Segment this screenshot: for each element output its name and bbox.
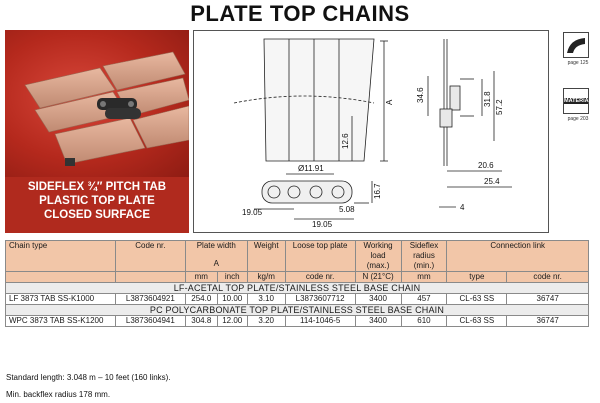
- dim-34-6: 34.6: [416, 87, 425, 103]
- sideflex-curve-icon: [563, 32, 589, 58]
- table-row: LF 3873 TAB SS-K1000 L3873604921 254.0 1…: [5, 293, 589, 305]
- hdr-connection-link: Connection link: [446, 240, 589, 272]
- unit-type: type: [446, 271, 508, 283]
- unit-load: N (21°C): [354, 271, 402, 283]
- dim-57-2: 57.2: [495, 99, 504, 115]
- hdr-plate-width-label: Plate width: [196, 241, 236, 250]
- section-row-acetal: LF-ACETAL TOP PLATE/STAINLESS STEEL BASE…: [5, 282, 589, 294]
- table-row: WPC 3873 TAB SS-K1200 L3873604941 304.8 …: [5, 315, 589, 327]
- cell-code: L3873604921: [114, 293, 186, 305]
- note-backflex: Min. backflex radius 178 mm.: [6, 390, 111, 399]
- hdr-plate-width: Plate width A: [184, 240, 248, 272]
- caption-line-2: PLASTIC TOP PLATE: [39, 195, 155, 207]
- cell-loose-code: L3873607712: [284, 293, 356, 305]
- cell-weight: 3.10: [246, 293, 286, 305]
- side-icon-caption-2: page 203: [567, 116, 589, 122]
- spec-table: Chain type Code nr. Plate width A Weight…: [5, 240, 589, 327]
- dim-25-4: 25.4: [484, 177, 500, 186]
- hdr-plate-width-sub: A: [213, 259, 219, 268]
- cell-radius: 457: [400, 293, 448, 305]
- cell-conn-type: CL-63 SS: [446, 293, 508, 305]
- dim-31-8: 31.8: [483, 91, 492, 107]
- dim-tab-width-1: 19.05: [242, 208, 263, 217]
- section-title: LF-ACETAL TOP PLATE/STAINLESS STEEL BASE…: [5, 282, 589, 294]
- dim-tab-width-2: 19.05: [312, 220, 333, 229]
- dim-height-16-7: 16.7: [373, 183, 382, 199]
- material-icon-label: MATERIAL: [564, 98, 593, 104]
- cell-loose-code: 114-1046-5: [284, 315, 356, 327]
- dim-4: 4: [460, 203, 465, 212]
- unit-inch: inch: [216, 271, 248, 283]
- unit-empty-2: [114, 271, 186, 283]
- caption-line-1: SIDEFLEX ¾″ PITCH TAB: [27, 181, 167, 193]
- hdr-code-nr: Code nr.: [114, 240, 186, 272]
- cell-chain-type: WPC 3873 TAB SS-K1200: [5, 315, 116, 327]
- caption-line-3: CLOSED SURFACE: [43, 209, 151, 221]
- unit-mm: mm: [184, 271, 218, 283]
- dim-12-6: 12.6: [341, 133, 350, 149]
- cell-load: 3400: [354, 293, 402, 305]
- hdr-weight: Weight: [246, 240, 286, 272]
- hdr-chain-type: Chain type: [5, 240, 116, 272]
- cell-conn-type: CL-63 SS: [446, 315, 508, 327]
- cell-chain-type: LF 3873 TAB SS-K1000: [5, 293, 116, 305]
- unit-conn-code: code nr.: [506, 271, 589, 283]
- side-icon-caption-1: page 125: [567, 60, 589, 66]
- hdr-working-load: Working load (max.): [354, 240, 402, 272]
- dim-offset: 5.08: [339, 205, 355, 214]
- hdr-loose-top-plate: Loose top plate: [284, 240, 356, 272]
- cell-mm: 304.8: [184, 315, 218, 327]
- table-header-row: Chain type Code nr. Plate width A Weight…: [5, 240, 589, 272]
- hdr-sideflex-radius: Sideflex radius (min.): [400, 240, 448, 272]
- dim-20-6: 20.6: [478, 161, 494, 170]
- drawing-svg: Ø11.91 19.05 19.05 5.08 16.7 12.6 A 34.6…: [233, 38, 512, 229]
- unit-empty-1: [5, 271, 116, 283]
- page-title: PLATE TOP CHAINS: [190, 1, 410, 26]
- table-units-row: mm inch kg/m code nr. N (21°C) mm type c…: [5, 271, 589, 283]
- cell-load: 3400: [354, 315, 402, 327]
- note-standard-length: Standard length: 3.048 m – 10 feet (160 …: [6, 373, 171, 382]
- cell-mm: 254.0: [184, 293, 218, 305]
- product-photo-panel: SIDEFLEX ¾″ PITCH TAB PLASTIC TOP PLATE …: [5, 30, 189, 233]
- cell-weight: 3.20: [246, 315, 286, 327]
- photo-caption: SIDEFLEX ¾″ PITCH TAB PLASTIC TOP PLATE …: [5, 180, 189, 222]
- cell-conn-code: 36747: [506, 293, 589, 305]
- product-photo: [5, 30, 189, 177]
- unit-code: code nr.: [284, 271, 356, 283]
- material-icon: MATERIAL: [563, 88, 593, 114]
- cell-inch: 10.00: [216, 293, 248, 305]
- section-title: PC POLYCARBONATE TOP PLATE/STAINLESS STE…: [5, 304, 589, 316]
- chain-photo-illustration: [24, 51, 189, 166]
- cell-code: L3873604941: [114, 315, 186, 327]
- section-row-polycarbonate: PC POLYCARBONATE TOP PLATE/STAINLESS STE…: [5, 304, 589, 316]
- dim-plate-width-a: A: [385, 99, 394, 105]
- technical-drawing: Ø11.91 19.05 19.05 5.08 16.7 12.6 A 34.6…: [193, 30, 549, 233]
- unit-radius: mm: [400, 271, 448, 283]
- cell-inch: 12.00: [216, 315, 248, 327]
- dim-pitch: Ø11.91: [298, 164, 324, 173]
- cell-radius: 610: [400, 315, 448, 327]
- cell-conn-code: 36747: [506, 315, 589, 327]
- unit-kgm: kg/m: [246, 271, 286, 283]
